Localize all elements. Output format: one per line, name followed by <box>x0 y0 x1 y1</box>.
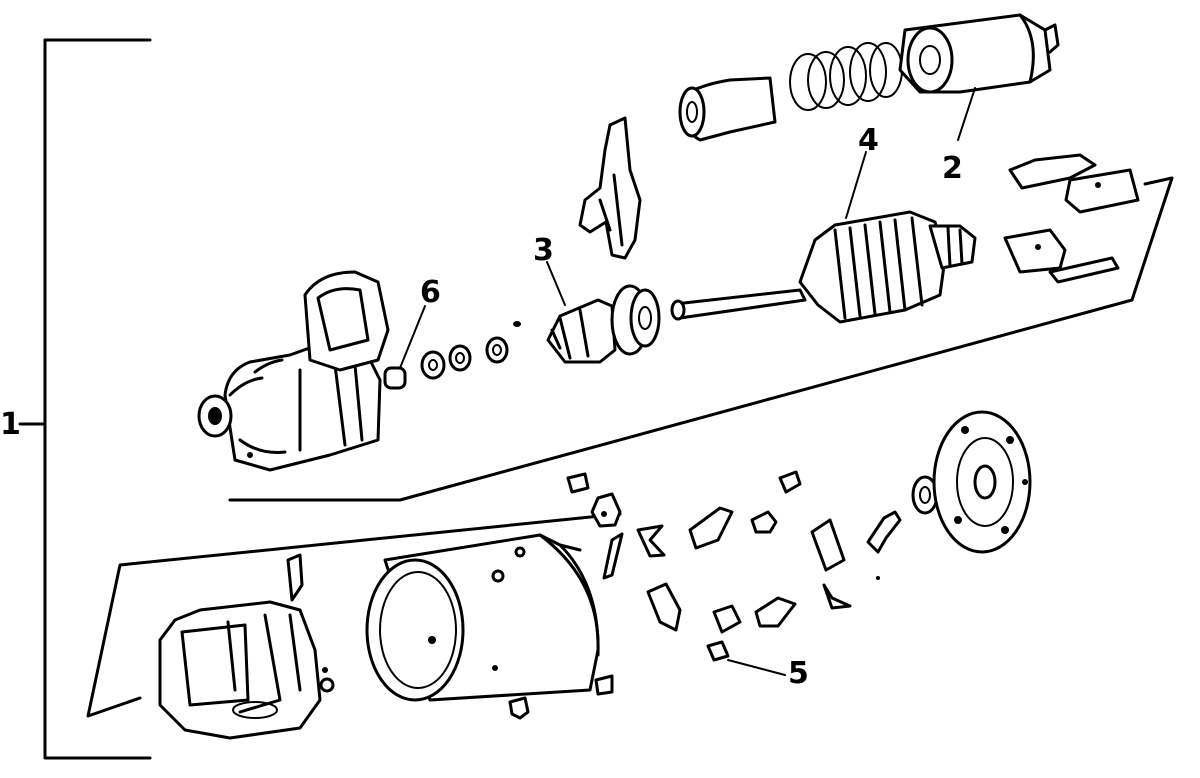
callout-5: 5 <box>788 656 809 691</box>
shift-lever <box>578 116 642 260</box>
brush-holder-set-top <box>1003 153 1140 284</box>
solenoid-plunger <box>678 76 777 142</box>
drive-pinion-assembly <box>546 284 661 364</box>
armature <box>670 210 977 324</box>
upper-group-panel <box>228 176 1174 502</box>
callout-6: 6 <box>420 275 441 310</box>
assembly-bracket <box>18 38 152 760</box>
drive-housing-assembly <box>197 270 390 472</box>
bushing-and-washers <box>383 321 521 390</box>
end-cover-plate <box>911 410 1032 554</box>
return-spring <box>789 42 903 111</box>
callout-1: 1 <box>0 407 21 442</box>
callout-2: 2 <box>942 151 963 186</box>
leader-lines <box>399 87 976 676</box>
brush-hardware-parts <box>508 470 902 720</box>
callout-labels: 1 2 3 4 5 6 <box>0 123 963 691</box>
commutator-end-frame <box>158 553 335 740</box>
lower-group-panel <box>86 512 622 718</box>
callout-4: 4 <box>858 123 879 158</box>
field-frame <box>365 533 600 702</box>
solenoid-switch <box>898 13 1060 94</box>
callout-3: 3 <box>533 233 554 268</box>
